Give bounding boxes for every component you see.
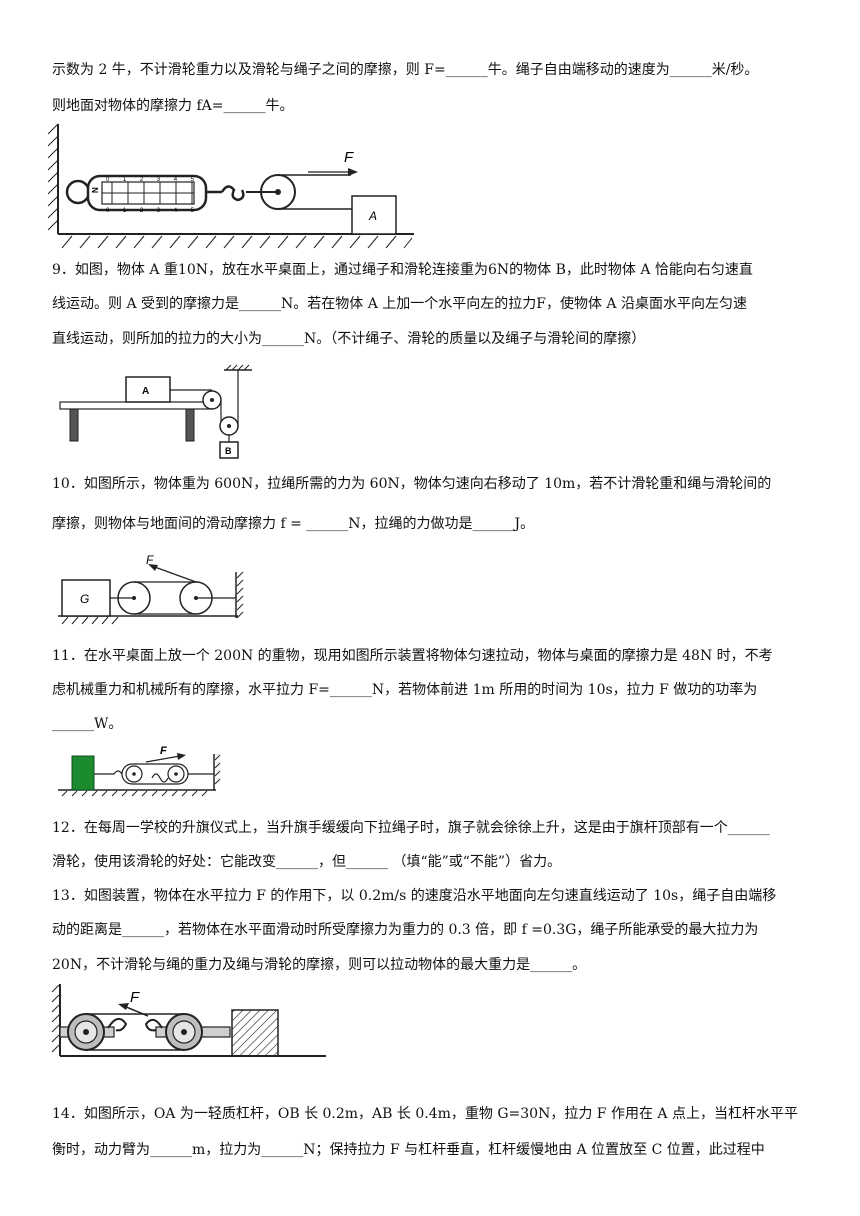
problem-11-line-3: ______W。	[52, 716, 123, 732]
block-a-label: A	[368, 209, 377, 223]
scale-unit-label: N	[91, 187, 100, 193]
problem-13-line-1: 13．如图装置，物体在水平拉力 F 的作用下，以 0.2m/s 的速度沿水平地面…	[52, 888, 777, 904]
problem-13-line-3: 20N，不计滑轮与绳的重力及绳与滑轮的摩擦，则可以拉动物体的最大重力是_____…	[52, 957, 587, 973]
problem-9-line-1: 9．如图，物体 A 重10N，放在水平桌面上，通过绳子和滑轮连接重为6N的物体 …	[52, 262, 753, 278]
problem-9-line-2: 线运动。则 A 受到的摩擦力是______N。若在物体 A 上加一个水平向左的拉…	[52, 296, 747, 312]
figure-9-svg: A B	[59, 364, 252, 459]
problem-12-line-1: 12．在每周一学校的升旗仪式上，当升旗手缓缓向下拉绳子时，旗子就会徐徐上升，这是…	[52, 820, 770, 836]
force-label-f: F	[146, 553, 154, 567]
figure-8-svg: N 0 1 2 3 4 5 0 1 2 3 4 5 F A	[47, 123, 414, 249]
figure-10: G F	[56, 552, 251, 632]
figure-11-svg: F	[58, 745, 221, 797]
figure-8: N 0 1 2 3 4 5 0 1 2 3 4 5 F A	[46, 122, 416, 252]
figure-9: A B	[56, 364, 266, 462]
problem-9-line-3: 直线运动，则所加的拉力的大小为______N。（不计绳子、滑轮的质量以及绳子与滑…	[52, 331, 646, 347]
problem-13-line-2: 动的距离是______，若物体在水平面滑动时所受摩擦力为重力的 0.3 倍，即 …	[52, 922, 759, 938]
figure-13: F	[50, 982, 330, 1062]
problem-10-line-2: 摩擦，则物体与地面间的滑动摩擦力 f = ______N，拉绳的力做功是____…	[52, 516, 535, 532]
scale-top-numbers: 0 1 2 3 4 5	[106, 177, 195, 183]
figure-11: F	[56, 744, 226, 798]
problem-8-line-2: 则地面对物体的摩擦力 fA=______牛。	[52, 98, 294, 114]
force-label-f: F	[160, 745, 167, 757]
block-g-label: G	[80, 592, 89, 606]
scale-bottom-numbers: 0 1 2 3 4 5	[106, 208, 195, 214]
problem-8-line-1: 示数为 2 牛，不计滑轮重力以及滑轮与绳子之间的摩擦，则 F=______牛。绳…	[52, 62, 759, 78]
problem-12-line-2: 滑轮，使用该滑轮的好处：它能改变______，但______ （填“能”或“不能…	[52, 854, 562, 870]
problem-11-line-1: 11．在水平桌面上放一个 200N 的重物，现用如图所示装置将物体匀速拉动，物体…	[52, 648, 773, 664]
block-a-label: A	[142, 386, 149, 397]
figure-10-svg: G F	[58, 553, 244, 625]
problem-10-line-1: 10．如图所示，物体重为 600N，拉绳所需的力为 60N，物体匀速向右移动了 …	[52, 476, 772, 492]
problem-11-line-2: 虑机械重力和机械所有的摩擦，水平拉力 F=______N，若物体前进 1m 所用…	[52, 682, 758, 698]
force-label-f: F	[130, 989, 140, 1006]
figure-13-svg: F	[51, 984, 326, 1057]
force-label-f: F	[344, 149, 354, 166]
problem-14-line-2: 衡时，动力臂为______m，拉力为______N；保持拉力 F 与杠杆垂直，杠…	[52, 1142, 765, 1158]
block-b-label: B	[225, 446, 232, 456]
problem-14-line-1: 14．如图所示，OA 为一轻质杠杆，OB 长 0.2m，AB 长 0.4m，重物…	[52, 1106, 798, 1122]
